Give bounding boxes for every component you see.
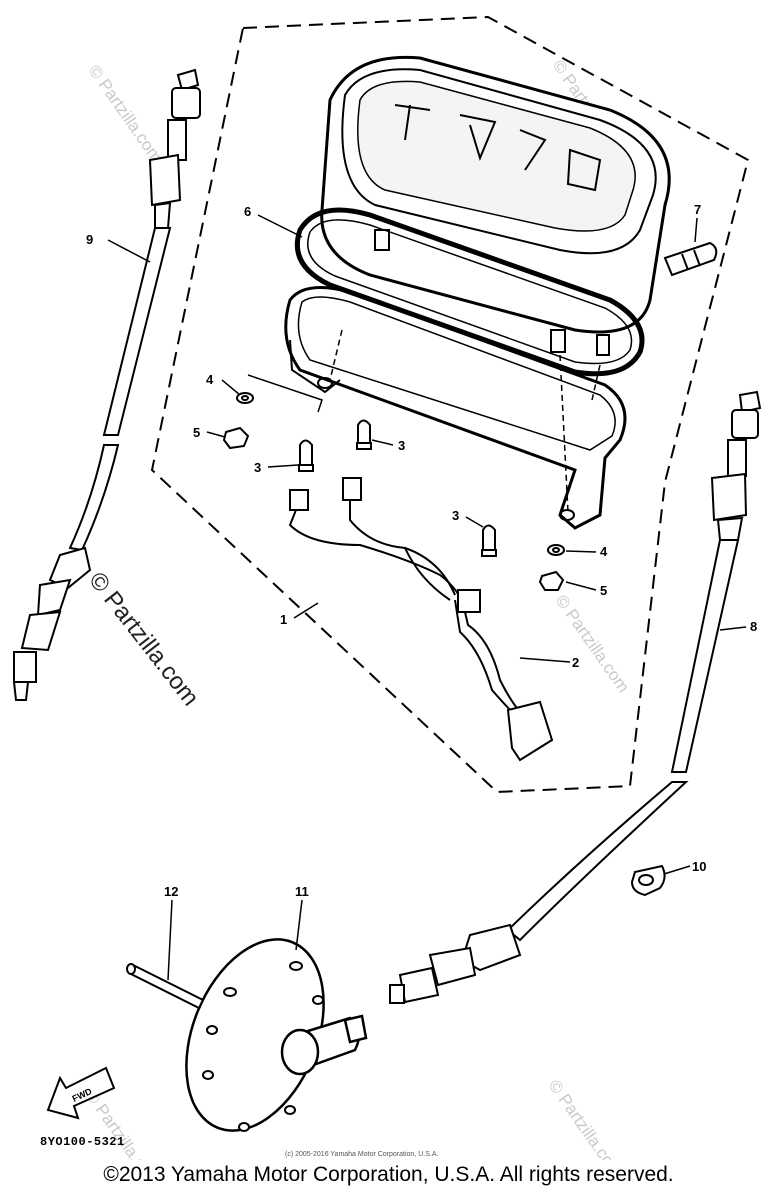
callout-8: 8 <box>750 619 757 634</box>
assembly-boundary <box>150 15 750 794</box>
callout-7: 7 <box>694 202 701 217</box>
part-12-pin <box>126 963 205 1010</box>
leader-lines <box>247 329 601 513</box>
callout-10: 10 <box>692 859 706 874</box>
callout-5-left: 5 <box>193 425 200 440</box>
bulbs <box>298 419 497 557</box>
callout-numbers: 9 6 7 4 5 3 3 3 4 5 1 2 8 10 11 12 <box>86 202 757 899</box>
parts-diagram: © Partzilla.com © Partzilla.com © Partzi… <box>12 15 762 1160</box>
callout-12: 12 <box>164 884 178 899</box>
callout-4-left: 4 <box>206 372 214 387</box>
speedometer-housing <box>320 55 671 356</box>
washers-and-nuts <box>222 392 565 591</box>
callout-1: 1 <box>280 612 287 627</box>
part-6-gasket <box>294 207 645 377</box>
watermark-mid-right: © Partzilla.com <box>552 591 633 696</box>
callout-9: 9 <box>86 232 93 247</box>
watermark-top-left: © Partzilla.com <box>85 61 166 166</box>
callout-3-right: 3 <box>452 508 459 523</box>
part-11-drive-gear-unit <box>185 938 368 1132</box>
part-7-trip-knob <box>663 241 718 277</box>
fine-print: (c) 2005-2016 Yamaha Motor Corporation, … <box>285 1151 438 1158</box>
mounting-bracket <box>284 286 627 530</box>
callout-11: 11 <box>295 884 309 899</box>
callout-4-right: 4 <box>600 544 608 559</box>
watermark-bottom-right: © Partzilla.com <box>545 1076 626 1160</box>
fwd-arrow-icon <box>46 1066 116 1120</box>
callout-3-left: 3 <box>254 460 261 475</box>
watermark-mid-left: © Partzilla.com <box>83 567 204 711</box>
callout-3-upper: 3 <box>398 438 405 453</box>
part-2-wiring-harness <box>288 477 554 762</box>
callout-leaders <box>107 214 747 981</box>
part-9-speedometer-cable <box>12 68 201 701</box>
diagram-code: 8YO100-5321 <box>40 1135 125 1149</box>
part-10-cable-clamp <box>630 864 666 897</box>
callout-6: 6 <box>244 204 251 219</box>
forward-arrow: FWD <box>46 1066 116 1120</box>
part-8-tachometer-cable <box>389 390 762 1004</box>
callout-2: 2 <box>572 655 579 670</box>
footer-copyright: ©2013 Yamaha Motor Corporation, U.S.A. A… <box>103 1163 674 1186</box>
callout-5-right: 5 <box>600 583 607 598</box>
